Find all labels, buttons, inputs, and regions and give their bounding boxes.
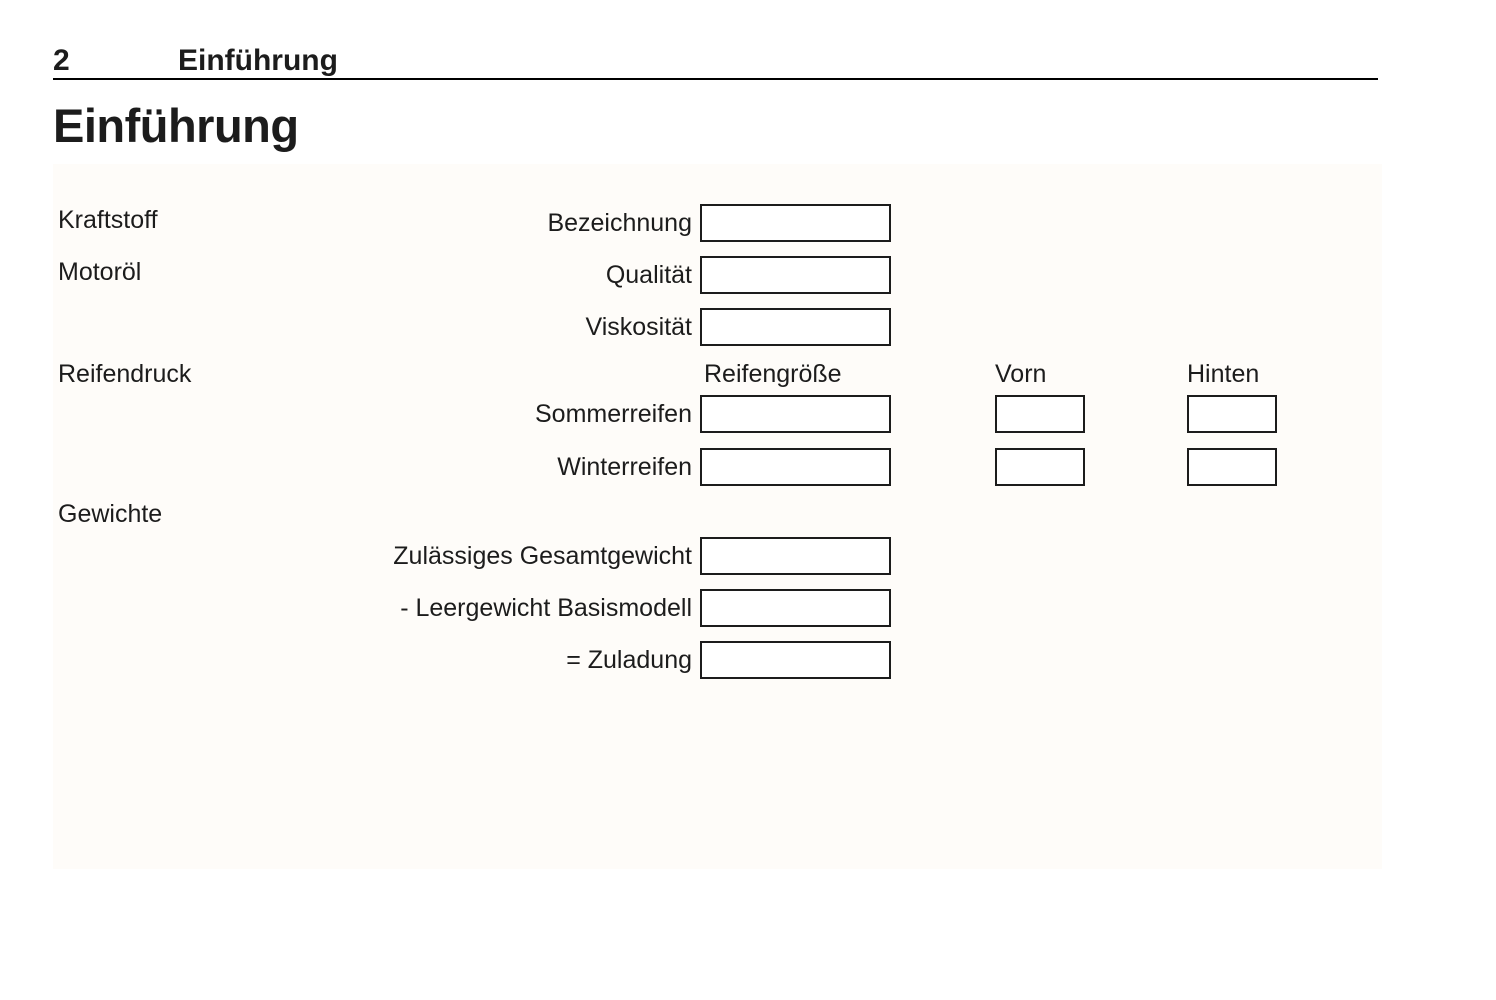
sommerreifen-reifengroesse-input[interactable]: [700, 395, 891, 433]
field-label-leergewicht: - Leergewicht Basismodell: [400, 594, 692, 622]
field-label-zuladung: = Zuladung: [566, 646, 692, 674]
column-header-vorn: Vorn: [995, 360, 1047, 388]
viskositaet-input[interactable]: [700, 308, 891, 346]
running-chapter-title: Einführung: [178, 44, 338, 77]
winterreifen-vorn-input[interactable]: [995, 448, 1085, 486]
column-header-reifengroesse: Reifengröße: [704, 360, 842, 388]
section-label-reifendruck: Reifendruck: [58, 360, 192, 388]
zuladung-input[interactable]: [700, 641, 891, 679]
field-label-bezeichnung: Bezeichnung: [547, 209, 692, 237]
field-label-qualitaet: Qualität: [605, 261, 692, 289]
leergewicht-input[interactable]: [700, 589, 891, 627]
sommerreifen-vorn-input[interactable]: [995, 395, 1085, 433]
header-rule: [53, 78, 1378, 80]
gesamtgewicht-input[interactable]: [700, 537, 891, 575]
bezeichnung-input[interactable]: [700, 204, 891, 242]
page-title: Einführung: [53, 99, 299, 152]
section-label-kraftstoff: Kraftstoff: [58, 206, 158, 234]
page-number: 2: [53, 44, 70, 77]
sommerreifen-hinten-input[interactable]: [1187, 395, 1277, 433]
section-label-gewichte: Gewichte: [58, 500, 163, 528]
qualitaet-input[interactable]: [700, 256, 891, 294]
winterreifen-hinten-input[interactable]: [1187, 448, 1277, 486]
column-header-hinten: Hinten: [1187, 360, 1260, 388]
winterreifen-reifengroesse-input[interactable]: [700, 448, 891, 486]
field-label-gesamtgewicht: Zulässiges Gesamtgewicht: [393, 542, 692, 570]
row-label-winterreifen: Winterreifen: [557, 453, 692, 481]
field-label-viskositaet: Viskosität: [585, 313, 692, 341]
section-label-motoroel: Motoröl: [58, 258, 142, 286]
row-label-sommerreifen: Sommerreifen: [535, 400, 692, 428]
